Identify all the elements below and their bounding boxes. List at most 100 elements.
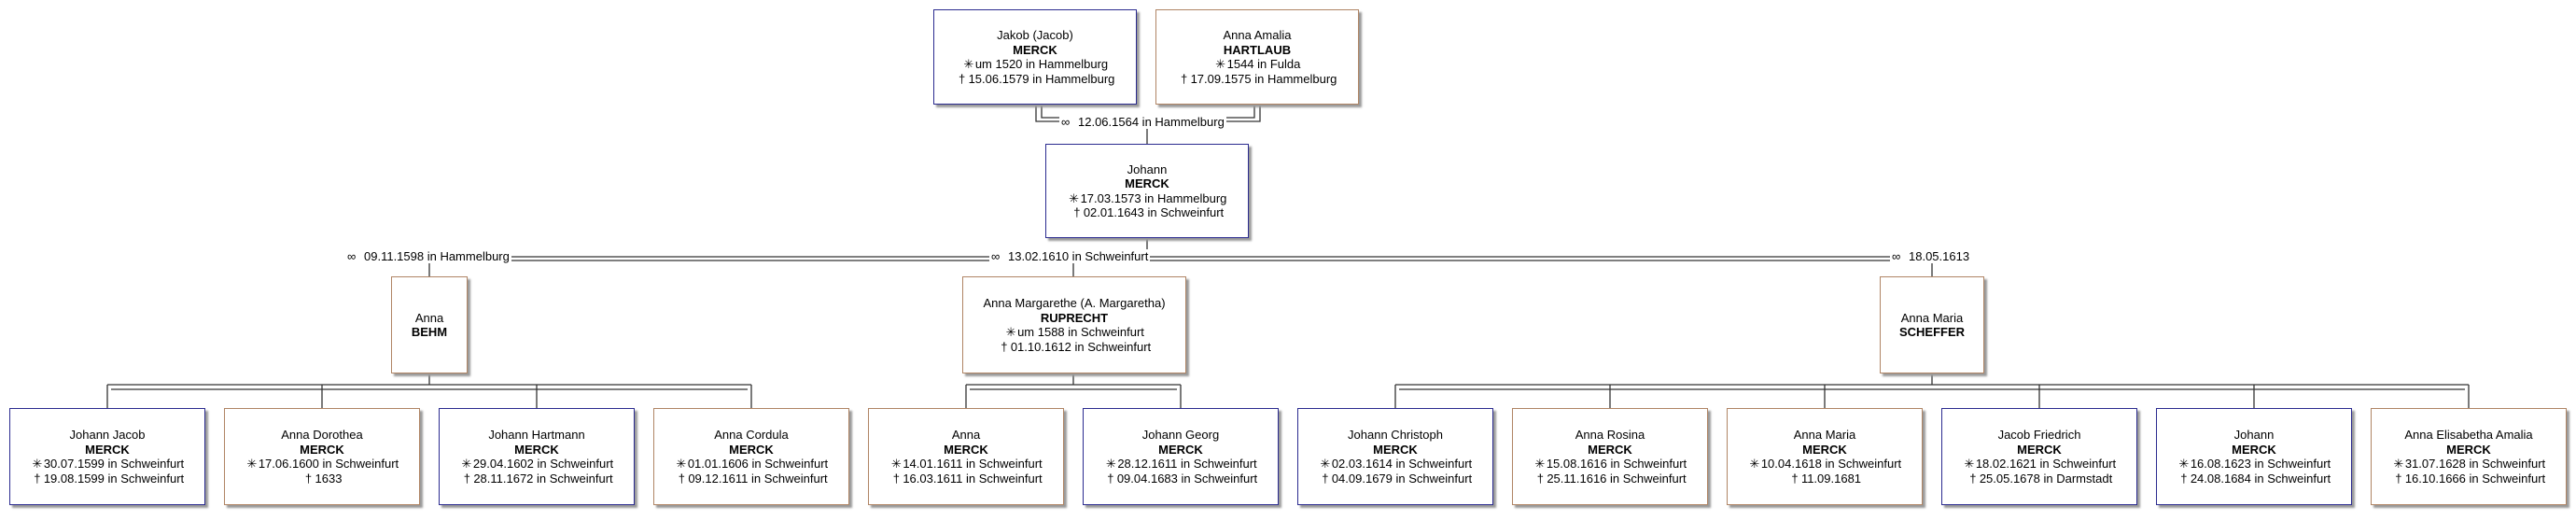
child-card-anna-dorothea[interactable]: Anna Dorothea MERCK ✳17.06.1600 in Schwe…: [224, 408, 420, 505]
birth-line: ✳31.07.1628 in Schweinfurt: [2393, 457, 2546, 471]
birth-icon: ✳: [1534, 457, 1546, 471]
birth-line: ✳um 1520 in Hammelburg: [963, 57, 1109, 71]
given-name: Johann Hartmann: [488, 428, 585, 442]
death-line: †24.08.1684 in Schweinfurt: [2177, 472, 2331, 486]
death-icon: †: [1322, 471, 1329, 486]
given-name: Anna Rosina: [1575, 428, 1645, 442]
death-line: †25.11.1616 in Schweinfurt: [1533, 471, 1687, 486]
child-card-anna-rosina[interactable]: Anna Rosina MERCK ✳15.08.1616 in Schwein…: [1512, 408, 1708, 505]
death-icon: †: [678, 471, 685, 486]
child-card-johann-jacob[interactable]: Johann Jacob MERCK ✳30.07.1599 in Schwei…: [9, 408, 205, 505]
birth-line: ✳18.02.1621 in Schweinfurt: [1964, 457, 2117, 471]
death-icon: †: [1001, 339, 1008, 354]
marriage-icon: ∞: [347, 249, 357, 263]
surname: MERCK: [1802, 442, 1847, 457]
death-line: †04.09.1679 in Schweinfurt: [1319, 472, 1472, 486]
surname: MERCK: [944, 442, 988, 457]
death-icon: †: [2395, 471, 2402, 486]
surname: BEHM: [411, 325, 448, 339]
surname: MERCK: [300, 442, 344, 457]
child-card-anna-cordula[interactable]: Anna Cordula MERCK ✳01.01.1606 in Schwei…: [653, 408, 849, 505]
given-name: Jacob Friedrich: [1997, 428, 2081, 442]
death-icon: †: [1073, 205, 1081, 219]
given-name: Anna: [414, 310, 444, 325]
death-line: †09.04.1683 in Schweinfurt: [1104, 472, 1257, 486]
birth-line: ✳15.08.1616 in Schweinfurt: [1534, 457, 1687, 471]
surname: MERCK: [1373, 442, 1418, 457]
given-name: Johann Georg: [1141, 428, 1220, 442]
death-line: †1633: [302, 472, 343, 486]
given-name: Jakob (Jacob): [997, 28, 1073, 42]
surname: MERCK: [1588, 442, 1632, 457]
death-icon: †: [1536, 471, 1544, 486]
death-line: †09.12.1611 in Schweinfurt: [675, 471, 828, 486]
person-card-anna-amalia[interactable]: Anna Amalia HARTLAUB ✳1544 in Fulda †17.…: [1155, 9, 1359, 105]
birth-line: ✳um 1588 in Schweinfurt: [1005, 325, 1144, 339]
given-name: Anna Dorothea: [281, 428, 363, 442]
surname: HARTLAUB: [1223, 42, 1292, 57]
surname: MERCK: [2017, 442, 2062, 457]
child-card-anna-maria[interactable]: Anna Maria MERCK ✳10.04.1618 in Schweinf…: [1727, 408, 1923, 505]
given-name: Anna Cordula: [714, 428, 789, 442]
death-line: †15.06.1579 in Hammelburg: [956, 71, 1114, 87]
given-name: Johann Jacob: [69, 428, 146, 442]
child-card-anna-elisabetha-amalia[interactable]: Anna Elisabetha Amalia MERCK ✳31.07.1628…: [2371, 408, 2567, 505]
birth-icon: ✳: [1005, 325, 1016, 339]
birth-line: ✳1544 in Fulda: [1215, 57, 1301, 71]
surname: MERCK: [2232, 442, 2276, 457]
marriage-label-2: ∞13.02.1610 in Schweinfurt: [989, 249, 1151, 263]
child-card-johann-georg[interactable]: Johann Georg MERCK ✳28.12.1611 in Schwei…: [1083, 408, 1279, 505]
marriage-label-1: ∞09.11.1598 in Hammelburg: [345, 249, 511, 263]
death-icon: †: [1969, 471, 1977, 486]
person-card-ruprecht[interactable]: Anna Margarethe (A. Margaretha) RUPRECHT…: [962, 276, 1186, 373]
death-icon: †: [2180, 471, 2188, 486]
birth-icon: ✳: [1069, 190, 1080, 205]
death-icon: †: [958, 71, 966, 86]
birth-icon: ✳: [676, 457, 687, 471]
marriage-icon: ∞: [1061, 115, 1071, 129]
given-name: Anna Margarethe (A. Margaretha): [983, 296, 1166, 310]
death-line: †01.10.1612 in Schweinfurt: [998, 340, 1151, 355]
person-card-jakob[interactable]: Jakob (Jacob) MERCK ✳um 1520 in Hammelbu…: [933, 9, 1137, 105]
surname: MERCK: [1125, 176, 1169, 190]
death-icon: †: [304, 471, 313, 486]
birth-icon: ✳: [2393, 457, 2404, 471]
given-name: Anna Maria: [1793, 428, 1856, 442]
person-card-anna-behm[interactable]: Anna BEHM: [391, 276, 468, 373]
child-card-anna[interactable]: Anna MERCK ✳14.01.1611 in Schweinfurt †1…: [868, 408, 1064, 505]
person-card-johann[interactable]: Johann MERCK ✳17.03.1573 in Hammelburg †…: [1045, 144, 1249, 238]
death-line: †17.09.1575 in Hammelburg: [1178, 72, 1337, 87]
death-icon: †: [463, 471, 470, 486]
surname: MERCK: [514, 442, 559, 457]
birth-line: ✳10.04.1618 in Schweinfurt: [1749, 457, 1902, 471]
death-line: †02.01.1643 in Schweinfurt: [1071, 205, 1224, 220]
birth-icon: ✳: [461, 457, 472, 471]
birth-icon: ✳: [32, 457, 43, 471]
child-card-johann-hartmann[interactable]: Johann Hartmann MERCK ✳29.04.1602 in Sch…: [439, 408, 635, 505]
marriage-icon: ∞: [991, 249, 1001, 263]
person-card-scheffer[interactable]: Anna Maria SCHEFFER: [1880, 276, 1984, 373]
marriage-label-parents: ∞12.06.1564 in Hammelburg: [1059, 115, 1226, 129]
given-name: Anna Elisabetha Amalia: [2404, 428, 2533, 442]
birth-icon: ✳: [1749, 457, 1760, 471]
child-card-johann-christoph[interactable]: Johann Christoph MERCK ✳02.03.1614 in Sc…: [1297, 408, 1493, 505]
child-card-johann-2[interactable]: Johann MERCK ✳16.08.1623 in Schweinfurt …: [2156, 408, 2352, 505]
given-name: Johann: [1127, 162, 1168, 176]
surname: RUPRECHT: [1040, 310, 1109, 325]
birth-icon: ✳: [1964, 457, 1975, 471]
marriage-label-3: ∞18.05.1613: [1890, 249, 1972, 263]
death-line: †11.09.1681: [1788, 472, 1861, 486]
child-card-jacob-friedrich[interactable]: Jacob Friedrich MERCK ✳18.02.1621 in Sch…: [1941, 408, 2137, 505]
birth-line: ✳14.01.1611 in Schweinfurt: [890, 457, 1043, 471]
birth-icon: ✳: [246, 457, 258, 471]
birth-line: ✳28.12.1611 in Schweinfurt: [1105, 457, 1257, 471]
death-icon: †: [1107, 471, 1114, 486]
surname: MERCK: [85, 442, 130, 457]
death-line: †16.10.1666 in Schweinfurt: [2392, 472, 2545, 486]
death-line: †28.11.1672 in Schweinfurt: [460, 471, 613, 486]
given-name: Johann: [2233, 428, 2275, 442]
surname: MERCK: [729, 442, 774, 457]
birth-icon: ✳: [1105, 457, 1116, 471]
birth-icon: ✳: [963, 57, 974, 71]
surname: MERCK: [1013, 42, 1057, 57]
